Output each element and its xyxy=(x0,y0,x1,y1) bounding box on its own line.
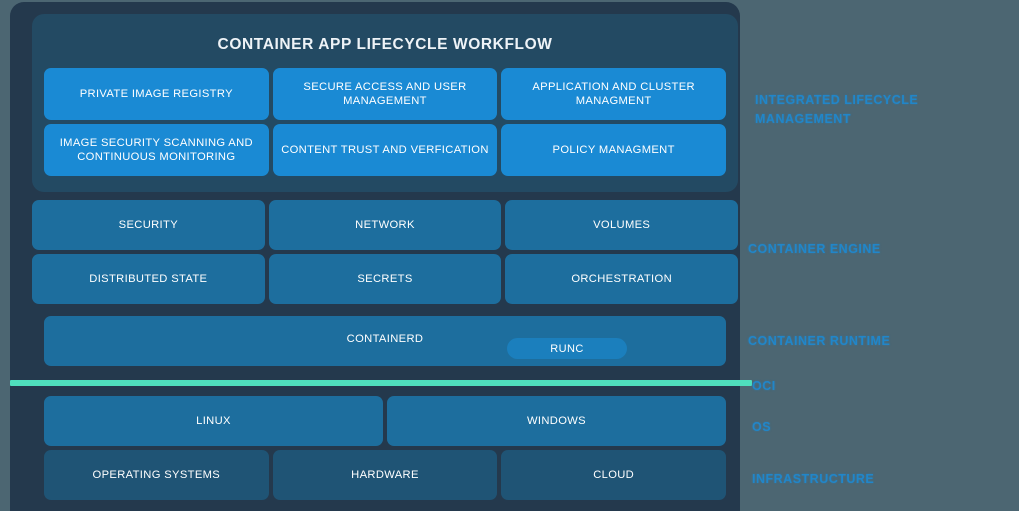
tile-security[interactable]: SECURITY xyxy=(32,200,265,250)
tile-volumes[interactable]: VOLUMES xyxy=(505,200,738,250)
os-kernel-row: LINUX WINDOWS xyxy=(44,396,726,446)
engine-row-1: SECURITY NETWORK VOLUMES xyxy=(32,200,738,250)
tile-content-trust-and-verfication[interactable]: CONTENT TRUST AND VERFICATION xyxy=(272,124,498,176)
tile-private-image-registry[interactable]: PRIVATE IMAGE REGISTRY xyxy=(44,68,269,120)
tile-image-security-scanning-and-continuous-monitoring[interactable]: IMAGE SECURITY SCANNING AND CONTINUOUS M… xyxy=(44,124,269,176)
infrastructure-row: OPERATING SYSTEMS HARDWARE CLOUD xyxy=(44,450,726,500)
tile-secure-access-and-user-management[interactable]: SECURE ACCESS AND USER MANAGEMENT xyxy=(272,68,498,120)
tile-distributed-state[interactable]: DISTRIBUTED STATE xyxy=(32,254,265,304)
lifecycle-management-panel: CONTAINER APP LIFECYCLE WORKFLOW PRIVATE… xyxy=(32,14,738,192)
tile-windows[interactable]: WINDOWS xyxy=(387,396,726,446)
tile-policy-managment[interactable]: POLICY MANAGMENT xyxy=(501,124,726,176)
tile-orchestration[interactable]: ORCHESTRATION xyxy=(505,254,738,304)
os-infrastructure-section: LINUX WINDOWS OPERATING SYSTEMS HARDWARE… xyxy=(44,396,726,500)
lifecycle-row-1: PRIVATE IMAGE REGISTRY SECURE ACCESS AND… xyxy=(32,68,738,120)
stage-label-os: OS xyxy=(752,420,772,434)
stage-label-container-engine: CONTAINER ENGINE xyxy=(748,242,881,256)
stage-label-container-runtime: CONTAINER RUNTIME xyxy=(748,334,891,348)
tile-network[interactable]: NETWORK xyxy=(268,200,502,250)
tile-secrets[interactable]: SECRETS xyxy=(268,254,502,304)
tile-operating-systems[interactable]: OPERATING SYSTEMS xyxy=(44,450,269,500)
stage-label-infrastructure: INFRASTRUCTURE xyxy=(752,472,875,486)
oci-divider-line xyxy=(10,380,752,386)
lifecycle-row-2: IMAGE SECURITY SCANNING AND CONTINUOUS M… xyxy=(32,124,738,176)
container-stack-card: CONTAINER APP LIFECYCLE WORKFLOW PRIVATE… xyxy=(10,2,752,511)
engine-row-2: DISTRIBUTED STATE SECRETS ORCHESTRATION xyxy=(32,254,738,304)
tile-cloud[interactable]: CLOUD xyxy=(501,450,726,500)
tile-containerd-label: CONTAINERD xyxy=(346,333,424,345)
stage-label-oci: OCI xyxy=(752,379,776,393)
container-runtime-section[interactable]: CONTAINERD RUNC xyxy=(44,316,726,366)
tile-hardware[interactable]: HARDWARE xyxy=(272,450,498,500)
tile-linux[interactable]: LINUX xyxy=(44,396,383,446)
tile-application-and-cluster-managment[interactable]: APPLICATION AND CLUSTER MANAGMENT xyxy=(501,68,726,120)
page-title: CONTAINER APP LIFECYCLE WORKFLOW xyxy=(217,36,553,53)
container-engine-section: SECURITY NETWORK VOLUMES DISTRIBUTED STA… xyxy=(32,200,738,304)
tile-runc[interactable]: RUNC xyxy=(507,338,627,359)
stage-label-integrated-lifecycle-management: INTEGRATED LIFECYCLE MANAGEMENT xyxy=(755,93,919,127)
